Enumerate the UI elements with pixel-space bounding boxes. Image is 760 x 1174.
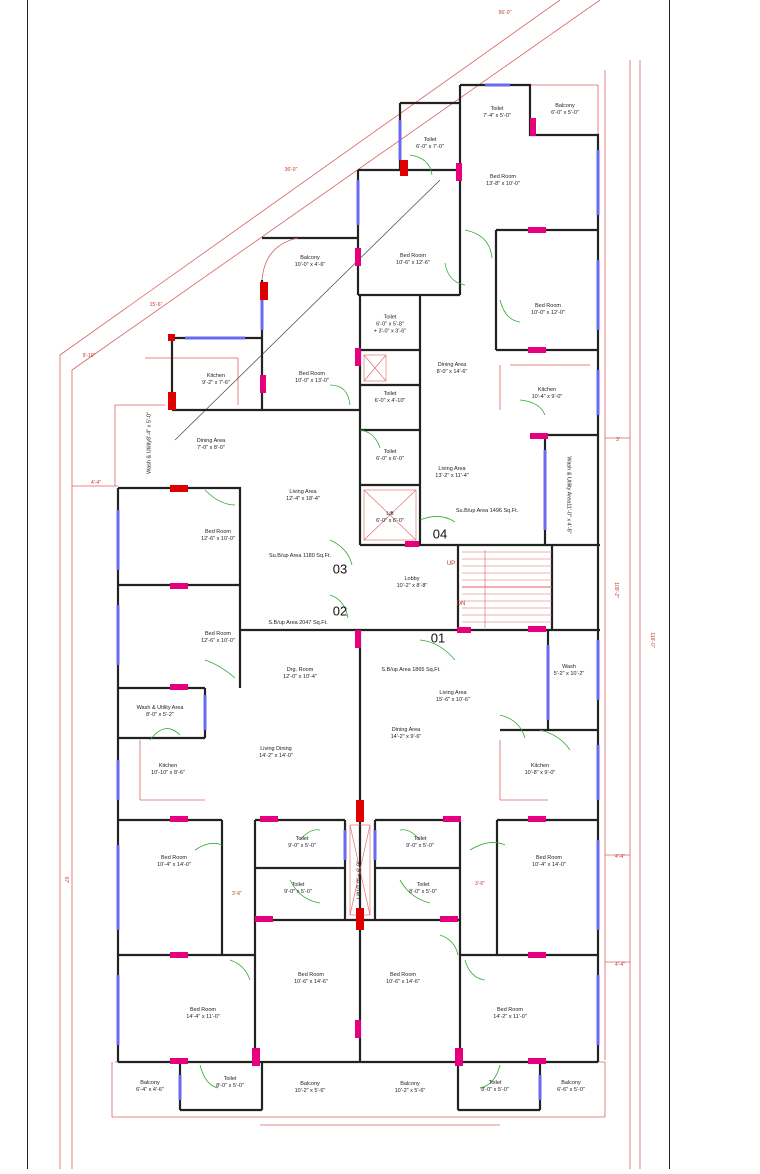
dim-west-2: 67' <box>63 876 69 884</box>
area-unit-01: S.B/up Area 1865 Sq.Ft. <box>381 667 441 673</box>
area-unit-03: Su.B/up Area 1180 Sq.Ft. <box>269 553 331 559</box>
dim-top: 56'-0" <box>498 10 512 16</box>
dim-diag-1: 36'-0" <box>284 167 298 173</box>
dim-east-5: 3' <box>616 437 620 443</box>
dim-east-1: 109'-2" <box>613 582 619 598</box>
unit-number-04: 04 <box>432 526 448 542</box>
dim-east-4: 4'-4" <box>615 962 625 968</box>
dim-mid-2: 3'-6" <box>475 881 485 887</box>
dim-mid-1: 3'-6" <box>232 891 242 897</box>
dim-diag-3: 9'-10" <box>82 353 96 359</box>
room-lift-s: Lift10'-0" x 6'-0" <box>356 860 363 900</box>
dim-diag-2: 15'-6" <box>149 302 163 308</box>
stair-up-label: UP <box>446 561 456 567</box>
room-wash-w: Wash & Utility8'-4" x 5'-0" <box>146 412 153 474</box>
unit-number-02: 02 <box>332 603 348 619</box>
dim-east-3: 4'-4" <box>615 854 625 860</box>
room-wash-e: Wash & Utility Area11'-0" x 4'-6" <box>565 456 572 534</box>
dim-east-2: 116'-0" <box>649 632 655 648</box>
unit-number-01: 01 <box>430 630 446 646</box>
area-unit-04: Su.B/up Area 1496 Sq.Ft. <box>455 508 519 514</box>
dim-west-offset: 4'-4" <box>91 480 101 486</box>
stair-down-label: DN <box>456 601 466 607</box>
unit-number-03: 03 <box>332 561 348 577</box>
area-unit-02: S.B/up Area 2047 Sq.Ft. <box>268 620 328 626</box>
